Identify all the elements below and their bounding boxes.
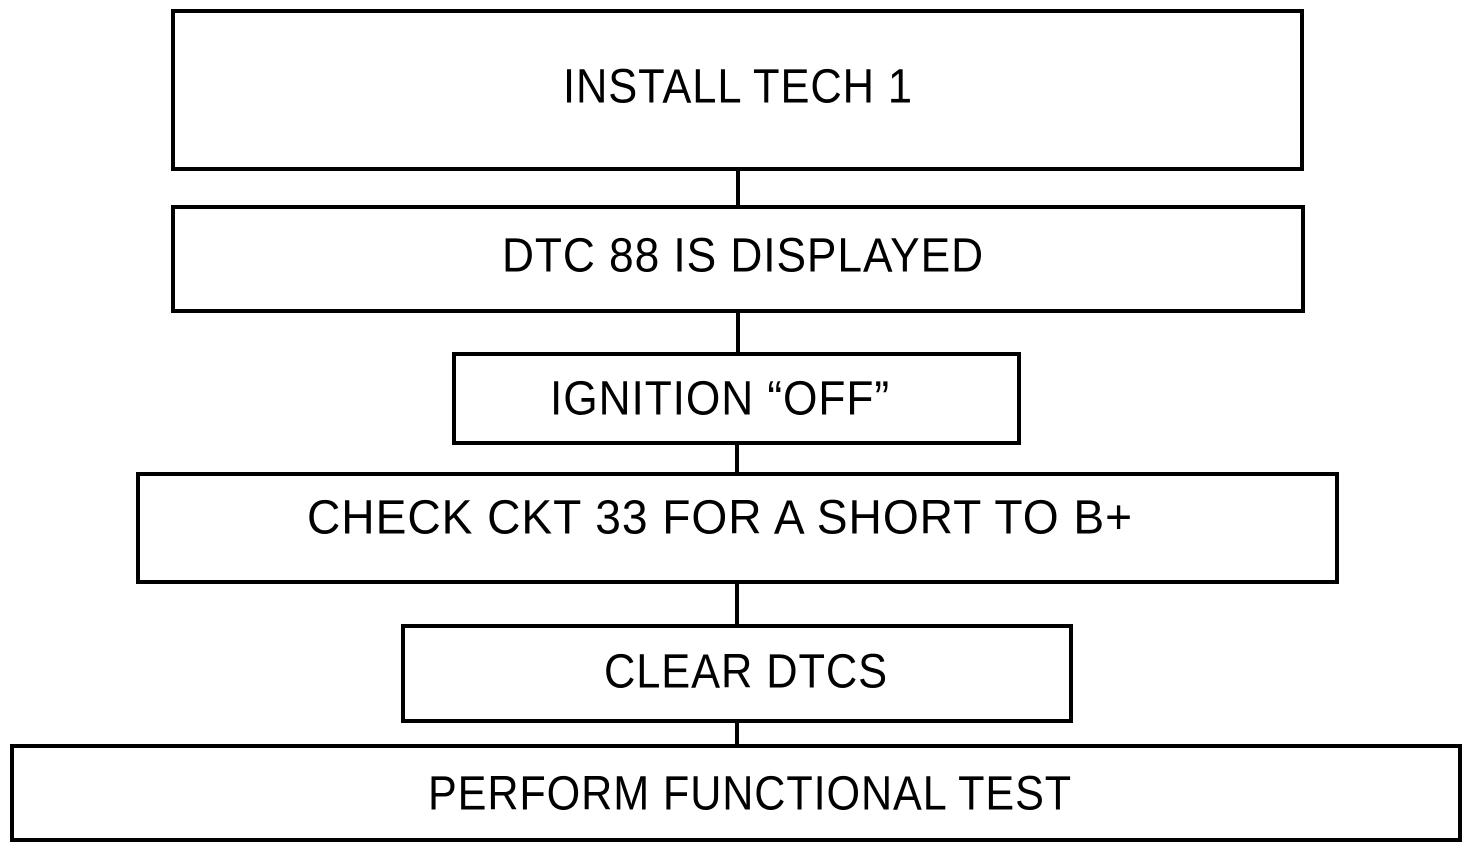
step-box [401, 624, 1073, 723]
step-label: PERFORM FUNCTIONAL TEST [428, 768, 1072, 821]
step-check-ckt-33: CHECK CKT 33 FOR A SHORT TO B+ [136, 472, 1339, 584]
step-label: IGNITION “OFF” [550, 373, 890, 426]
step-label: INSTALL TECH 1 [563, 61, 913, 114]
step-label: CHECK CKT 33 FOR A SHORT TO B+ [307, 492, 1133, 545]
step-ignition-off: IGNITION “OFF” [452, 352, 1021, 445]
step-label: CLEAR DTCS [604, 646, 888, 699]
step-box [452, 352, 1021, 445]
step-dtc-88-displayed: DTC 88 IS DISPLAYED [171, 205, 1305, 313]
step-install-tech-1: INSTALL TECH 1 [171, 9, 1304, 171]
step-clear-dtcs: CLEAR DTCS [401, 624, 1073, 723]
step-box [136, 472, 1339, 584]
step-box [171, 9, 1304, 171]
step-label: DTC 88 IS DISPLAYED [502, 230, 984, 283]
step-box [10, 744, 1462, 842]
step-perform-functional-test: PERFORM FUNCTIONAL TEST [10, 744, 1462, 842]
step-box [171, 205, 1305, 313]
